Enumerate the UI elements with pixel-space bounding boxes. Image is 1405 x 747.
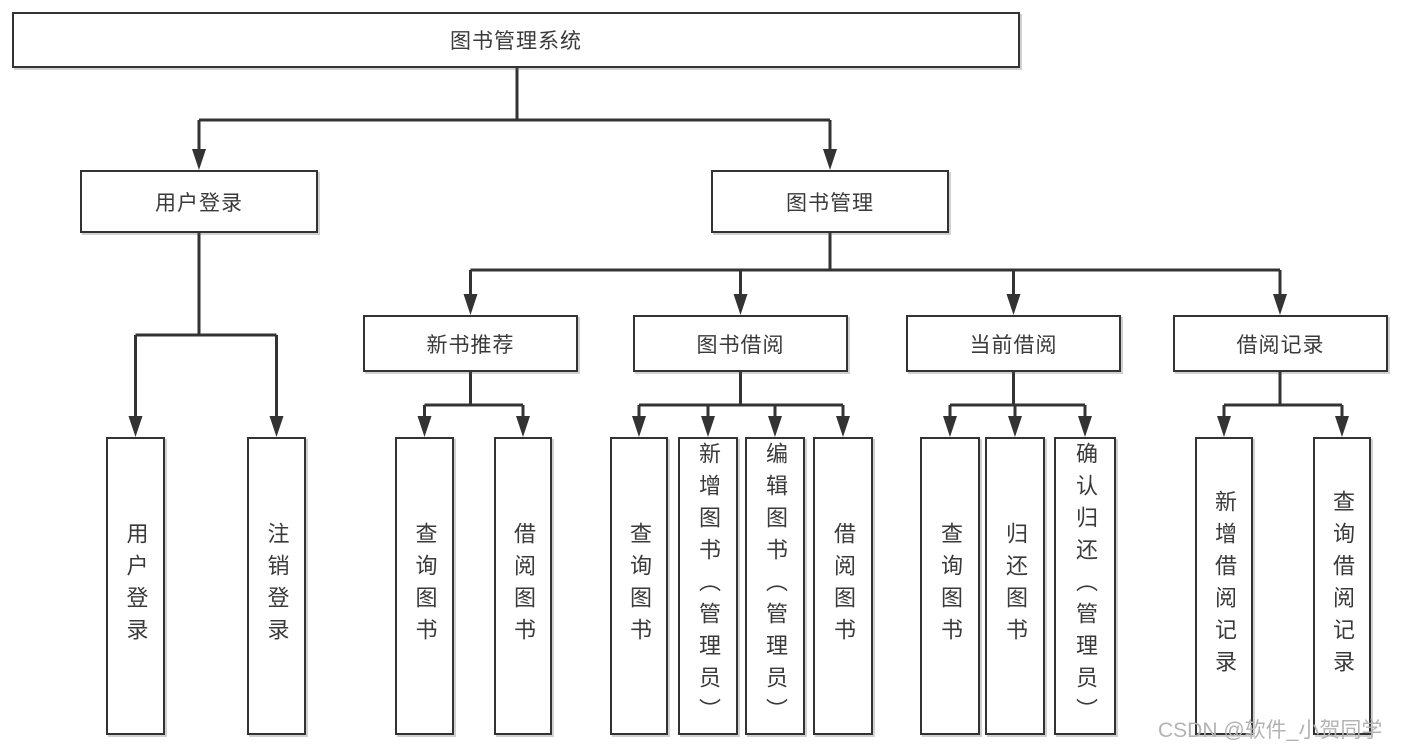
node-leaf-edit-book-admin: 编辑图书（管理员） [745,437,805,735]
node-leaf-logout: 注销登录 [247,437,306,735]
node-label: 注销登录 [264,522,290,650]
node-leaf-confirm-return-admin: 确认归还（管理员） [1054,437,1116,735]
node-label: 查询借阅记录 [1330,490,1355,682]
node-label: 查询图书 [627,522,652,650]
node-leaf-return-book: 归还图书 [985,437,1045,735]
node-leaf-user-login: 用户登录 [106,437,165,735]
node-leaf-add-borrow-record: 新增借阅记录 [1195,437,1253,735]
node-label: 确认归还（管理员） [1073,442,1098,730]
node-current-borrowing: 当前借阅 [906,315,1121,372]
node-label: 借阅图书 [831,522,856,650]
node-label: 图书借阅 [696,333,785,357]
node-label: 图书管理 [786,191,874,215]
node-book-management: 图书管理 [711,170,949,233]
node-label: 借阅图书 [511,522,536,650]
node-label: 用户登录 [155,191,243,215]
node-label: 用户登录 [123,522,149,650]
node-new-book-recommendation: 新书推荐 [363,315,578,372]
node-leaf-borrow-books-recommend: 借阅图书 [494,437,552,735]
node-label: 新书推荐 [426,333,515,357]
node-book-borrowing: 图书借阅 [633,315,848,372]
node-leaf-query-borrow-record: 查询借阅记录 [1313,437,1371,735]
node-label: 查询图书 [412,522,438,650]
node-leaf-borrow-books: 借阅图书 [813,437,873,735]
node-library-management-system: 图书管理系统 [12,12,1020,68]
node-label: 新增借阅记录 [1212,490,1237,682]
node-label: 归还图书 [1003,522,1028,650]
node-label: 新增图书（管理员） [696,442,721,730]
csdn-watermark: CSDN @软件_小贺同学 [1158,719,1383,742]
node-leaf-add-book-admin: 新增图书（管理员） [678,437,738,735]
connector-stems [134,68,1344,418]
node-leaf-query-books-recommend: 查询图书 [395,437,454,735]
node-leaf-query-books-borrowing: 查询图书 [610,437,668,735]
node-user-login: 用户登录 [80,170,318,233]
node-leaf-query-books-current: 查询图书 [920,437,980,735]
node-label: 图书管理系统 [450,30,582,53]
node-label: 当前借阅 [969,333,1058,357]
node-borrowing-records: 借阅记录 [1173,315,1388,372]
node-label: 查询图书 [938,522,963,650]
node-label: 借阅记录 [1236,333,1325,357]
node-label: 编辑图书（管理员） [763,442,788,730]
